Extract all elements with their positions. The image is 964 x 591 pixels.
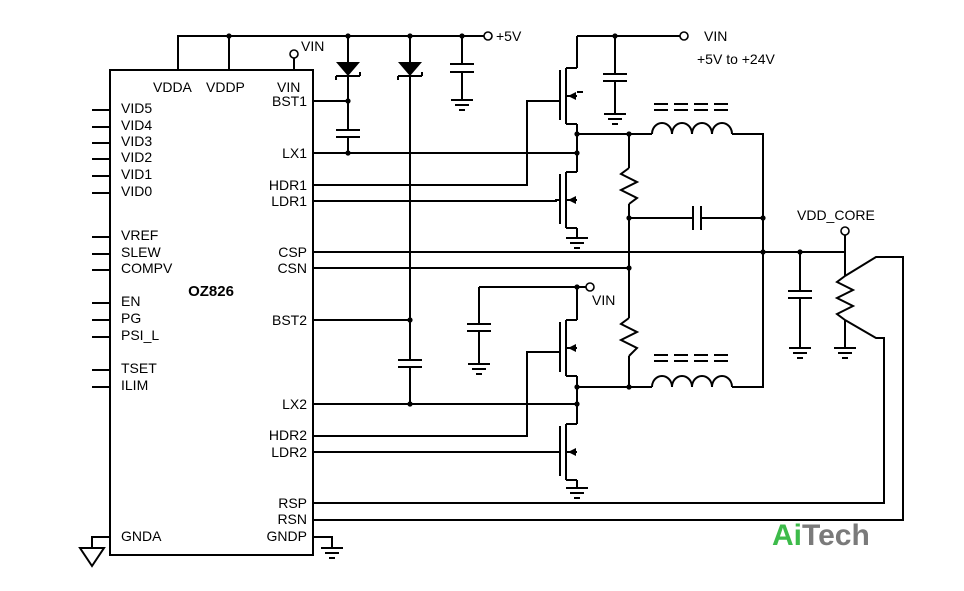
vdd-core-terminal	[840, 226, 850, 236]
pin-label-rsp: RSP	[278, 495, 307, 511]
pin-label-gnda: GNDA	[121, 528, 162, 544]
bootstrap-diode-2	[313, 36, 423, 407]
watermark-tech: Tech	[802, 519, 870, 552]
pin-label-compv: COMPV	[121, 260, 173, 276]
pin-label-ilim: ILIM	[121, 377, 148, 393]
vin2-terminal	[585, 282, 595, 292]
pin-label-psi-l: PSI_L	[121, 327, 159, 343]
pin-label-vid1: VID1	[121, 166, 152, 182]
pin-label-bst1: BST1	[272, 93, 307, 109]
vin-label: VIN	[704, 28, 727, 44]
chip-vin-pin: VIN	[289, 38, 324, 70]
pin-label-pg: PG	[121, 310, 141, 326]
pin-label-tset: TSET	[121, 360, 157, 376]
watermark-ai: Ai	[772, 519, 802, 552]
pin-label-ldr2: LDR2	[271, 444, 307, 460]
left-pin-stubs	[92, 109, 110, 388]
controller-chip: OZ826 VDDA VDDP VIN VID5 VID4 VID3 VID2 …	[92, 69, 314, 556]
pin-label-hdr2: HDR2	[269, 427, 307, 443]
pin-label-vid4: VID4	[121, 117, 152, 133]
pin-label-vddp: VDDP	[206, 79, 245, 95]
pin-label-csp: CSP	[278, 244, 307, 260]
pin-label-vdda: VDDA	[153, 79, 193, 95]
chip-body	[109, 69, 314, 556]
chip-vin-terminal	[289, 49, 299, 59]
vin2-label: VIN	[592, 292, 615, 308]
vin-range-label: +5V to +24V	[697, 51, 776, 67]
aitech-watermark: AiTech	[772, 519, 870, 552]
pin-label-rsn: RSN	[277, 511, 307, 527]
bootstrap-diode-1	[313, 36, 361, 156]
phase2-power-stage: VIN	[313, 252, 764, 499]
pin-label-ldr1: LDR1	[271, 193, 307, 209]
vdd-core-label: VDD_CORE	[797, 207, 875, 223]
phase1-power-stage: VIN +5V to +24V	[313, 28, 776, 252]
pin-label-hdr1: HDR1	[269, 177, 307, 193]
pin-label-vin: VIN	[277, 79, 300, 95]
pin-label-vid0: VID0	[121, 183, 152, 199]
vin-terminal	[679, 31, 689, 41]
pin-label-gndp: GNDP	[267, 528, 307, 544]
pin-label-lx1: LX1	[282, 145, 307, 161]
current-sense-lines	[313, 218, 845, 390]
pin-label-bst2: BST2	[272, 312, 307, 328]
chip-vin-label: VIN	[301, 38, 324, 54]
pin-label-slew: SLEW	[121, 244, 161, 260]
pin-label-vid2: VID2	[121, 149, 152, 165]
svg-text:AiTech: AiTech	[772, 519, 870, 552]
left-pin-labels: VID5 VID4 VID3 VID2 VID1 VID0 VREF SLEW …	[121, 100, 173, 393]
output-stage: VDD_CORE	[313, 207, 904, 521]
pin-label-en: EN	[121, 293, 140, 309]
chip-name: OZ826	[188, 283, 234, 300]
pin-label-lx2: LX2	[282, 396, 307, 412]
right-pin-labels: BST1 LX1 HDR1 LDR1 CSP CSN BST2 LX2 HDR2…	[269, 93, 307, 527]
v5-label: +5V	[496, 28, 522, 44]
pin-label-vid3: VID3	[121, 133, 152, 149]
v5-terminal	[483, 31, 493, 41]
ground-symbols	[78, 536, 343, 568]
pin-label-csn: CSN	[277, 260, 307, 276]
v5-rail: +5V	[177, 28, 522, 111]
pin-label-vref: VREF	[121, 227, 158, 243]
pin-label-vid5: VID5	[121, 100, 152, 116]
